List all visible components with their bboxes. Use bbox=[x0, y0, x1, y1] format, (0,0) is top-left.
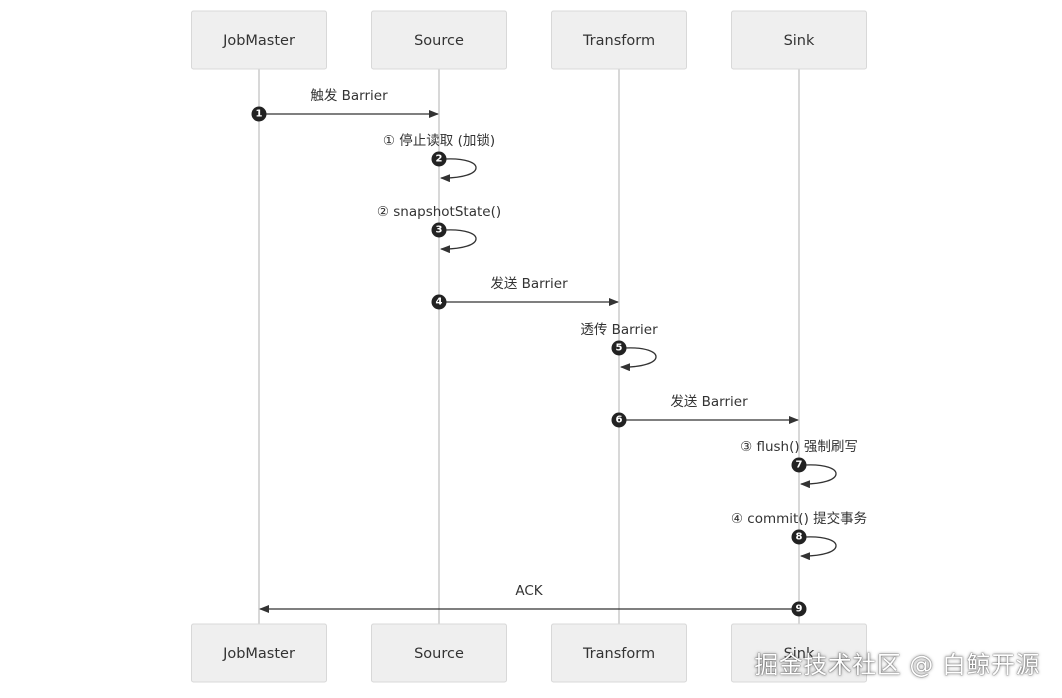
message-2: ① 停止读取 (加锁) 2 bbox=[383, 132, 495, 183]
participant-label: JobMaster bbox=[222, 33, 295, 49]
step-number-badge bbox=[791, 529, 807, 545]
message-label: ④ commit() 提交事务 bbox=[731, 510, 867, 527]
step-number: 3 bbox=[436, 225, 443, 236]
participant-jobmaster-bottom: JobMaster bbox=[191, 623, 327, 683]
participant-transform-bottom: Transform bbox=[551, 623, 687, 683]
participant-box bbox=[191, 10, 327, 70]
message-8: ④ commit() 提交事务 8 bbox=[731, 510, 867, 561]
message-1: 触发 Barrier 1 bbox=[251, 88, 439, 122]
participant-box bbox=[371, 623, 507, 683]
step-number: 7 bbox=[796, 460, 803, 471]
message-6: 发送 Barrier 6 bbox=[611, 394, 799, 428]
message-7: ③ flush() 强制刷写 7 bbox=[740, 439, 858, 489]
step-number: 2 bbox=[436, 154, 443, 165]
self-message-arrow bbox=[440, 229, 477, 254]
step-number-badge bbox=[791, 601, 807, 617]
watermark-text: 掘金技术社区 @ 白鲸开源 bbox=[754, 651, 1040, 679]
participant-label: Transform bbox=[582, 646, 655, 662]
participant-box bbox=[551, 623, 687, 683]
step-number: 9 bbox=[796, 604, 803, 615]
step-number-badge bbox=[791, 457, 807, 473]
participant-source-top: Source bbox=[371, 10, 507, 70]
participant-sink-top: Sink bbox=[731, 10, 867, 70]
participant-transform-top: Transform bbox=[551, 10, 687, 70]
participant-box bbox=[731, 10, 867, 70]
step-number: 4 bbox=[436, 297, 443, 308]
participant-source-bottom: Source bbox=[371, 623, 507, 683]
self-message-arrow bbox=[800, 464, 837, 489]
participant-label: Sink bbox=[784, 33, 815, 49]
participant-label: Source bbox=[414, 33, 464, 49]
step-number-badge bbox=[611, 412, 627, 428]
participant-box bbox=[731, 623, 867, 683]
self-message-arrow bbox=[800, 536, 837, 561]
message-5: 透传 Barrier 5 bbox=[580, 322, 658, 372]
message-label: 触发 Barrier bbox=[310, 88, 388, 104]
message-4: 发送 Barrier 4 bbox=[431, 276, 619, 310]
step-number: 5 bbox=[616, 343, 623, 354]
participant-sink-bottom: Sink bbox=[731, 623, 867, 683]
participant-box bbox=[551, 10, 687, 70]
message-label: ③ flush() 强制刷写 bbox=[740, 439, 858, 455]
participant-jobmaster-top: JobMaster bbox=[191, 10, 327, 70]
participant-box bbox=[371, 10, 507, 70]
step-number-badge bbox=[431, 222, 447, 238]
step-number: 1 bbox=[256, 109, 263, 120]
participant-label: JobMaster bbox=[222, 646, 295, 662]
step-number-badge bbox=[251, 106, 267, 122]
step-number-badge bbox=[431, 294, 447, 310]
participant-label: Sink bbox=[784, 646, 815, 662]
message-9: ACK 9 bbox=[259, 583, 807, 617]
message-label: 透传 Barrier bbox=[580, 322, 658, 338]
step-number-badge bbox=[431, 151, 447, 167]
message-label: ② snapshotState() bbox=[377, 204, 501, 220]
self-message-arrow bbox=[620, 347, 657, 372]
message-label: 发送 Barrier bbox=[490, 276, 568, 292]
self-message-arrow bbox=[440, 158, 477, 183]
step-number: 6 bbox=[616, 415, 623, 426]
step-number: 8 bbox=[796, 532, 803, 543]
message-label: ACK bbox=[515, 583, 543, 599]
step-number-badge bbox=[611, 340, 627, 356]
participant-label: Transform bbox=[582, 33, 655, 49]
participant-label: Source bbox=[414, 646, 464, 662]
message-label: 发送 Barrier bbox=[670, 394, 748, 410]
message-3: ② snapshotState() 3 bbox=[377, 204, 501, 254]
message-label: ① 停止读取 (加锁) bbox=[383, 132, 495, 149]
participant-box bbox=[191, 623, 327, 683]
